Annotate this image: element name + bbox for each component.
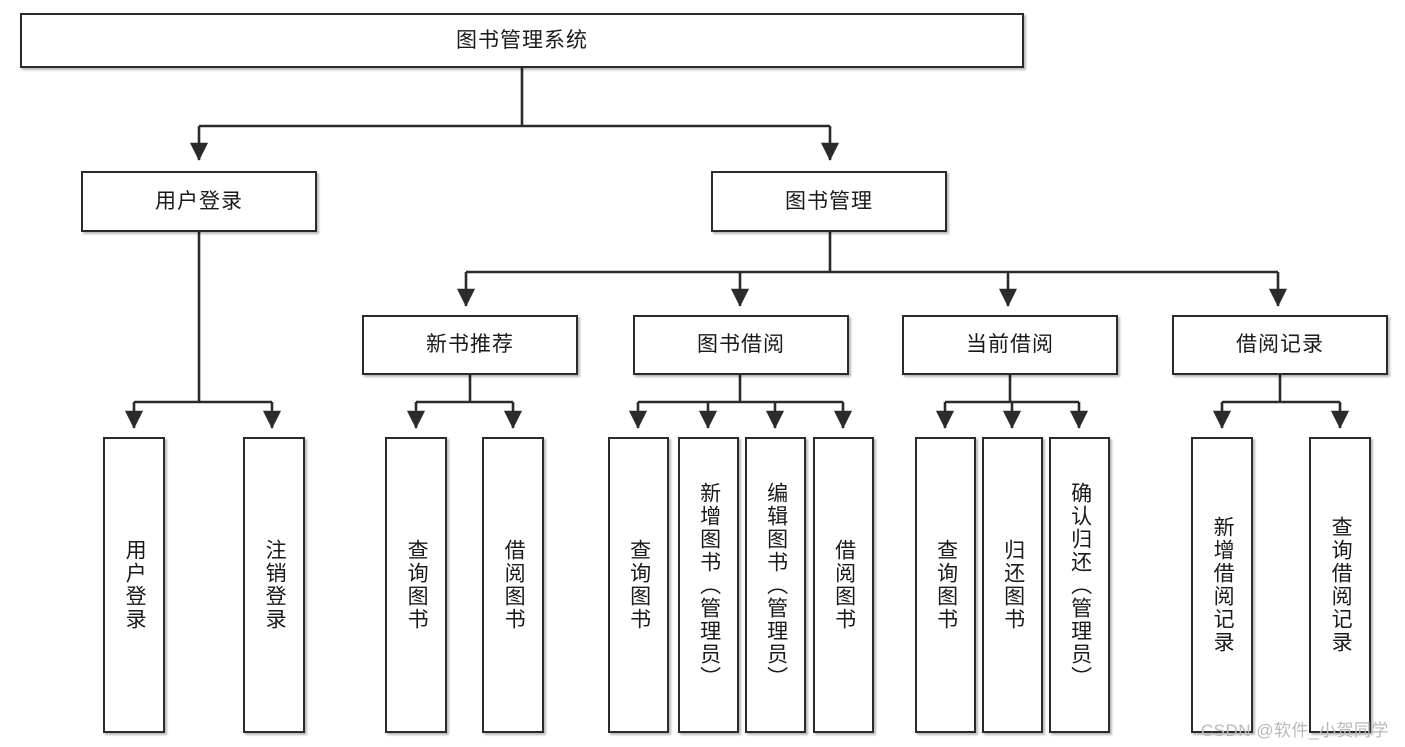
watermark-text: CSDN @软件_小贺同学 [1200, 721, 1389, 740]
node-leaf-edit-book[interactable]: 编辑图书（管理员） [745, 437, 806, 733]
node-leaf-query-record[interactable]: 查询借阅记录 [1309, 437, 1371, 733]
edge-root-bus [199, 68, 830, 160]
node-borrow-record[interactable]: 借阅记录 [1172, 315, 1388, 375]
node-leaf-edit-book-label: 编辑图书（管理员） [764, 481, 788, 689]
node-leaf-query-book-2[interactable]: 查询图书 [608, 437, 669, 733]
node-leaf-borrow-book-1-label: 借阅图书 [502, 539, 526, 631]
node-leaf-user-login-label: 用户登录 [123, 539, 147, 631]
node-user-login[interactable]: 用户登录 [81, 171, 317, 232]
node-leaf-logout-label: 注销登录 [263, 539, 287, 631]
node-current-borrow[interactable]: 当前借阅 [902, 315, 1118, 375]
node-leaf-confirm-return[interactable]: 确认归还（管理员） [1049, 437, 1110, 733]
node-leaf-logout[interactable]: 注销登录 [243, 437, 305, 733]
node-leaf-borrow-book-1[interactable]: 借阅图书 [482, 437, 544, 733]
node-leaf-query-record-label: 查询借阅记录 [1329, 516, 1353, 654]
node-leaf-query-book-1[interactable]: 查询图书 [385, 437, 447, 733]
node-leaf-query-book-3[interactable]: 查询图书 [915, 437, 976, 733]
node-leaf-borrow-book-2-label: 借阅图书 [832, 539, 856, 631]
node-borrow-record-label: 借阅记录 [1236, 333, 1324, 357]
node-leaf-confirm-return-label: 确认归还（管理员） [1068, 481, 1092, 689]
node-user-login-label: 用户登录 [155, 189, 243, 213]
node-leaf-add-record[interactable]: 新增借阅记录 [1191, 437, 1253, 733]
node-leaf-add-book[interactable]: 新增图书（管理员） [678, 437, 739, 733]
node-new-book-rec[interactable]: 新书推荐 [362, 315, 578, 375]
node-leaf-add-book-label: 新增图书（管理员） [697, 481, 721, 689]
node-leaf-query-book-1-label: 查询图书 [405, 539, 429, 631]
node-leaf-query-book-2-label: 查询图书 [627, 539, 651, 631]
node-leaf-return-book-label: 归还图书 [1001, 539, 1025, 631]
node-leaf-query-book-3-label: 查询图书 [934, 539, 958, 631]
node-root[interactable]: 图书管理系统 [20, 13, 1024, 68]
node-book-manage[interactable]: 图书管理 [711, 171, 947, 232]
node-book-borrow[interactable]: 图书借阅 [633, 315, 849, 375]
node-current-borrow-label: 当前借阅 [966, 333, 1054, 357]
node-root-label: 图书管理系统 [456, 28, 588, 52]
node-leaf-borrow-book-2[interactable]: 借阅图书 [813, 437, 874, 733]
node-leaf-return-book[interactable]: 归还图书 [982, 437, 1043, 733]
node-new-book-rec-label: 新书推荐 [426, 333, 514, 357]
node-leaf-add-record-label: 新增借阅记录 [1211, 516, 1235, 654]
node-leaf-user-login[interactable]: 用户登录 [103, 437, 165, 733]
node-book-borrow-label: 图书借阅 [697, 333, 785, 357]
node-book-manage-label: 图书管理 [785, 189, 873, 213]
